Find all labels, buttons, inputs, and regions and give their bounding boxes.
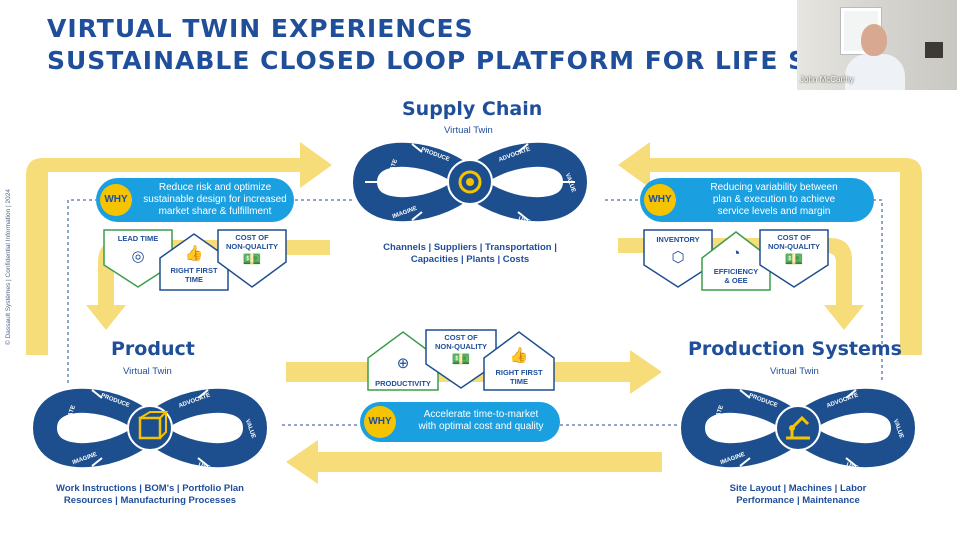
why-left-text: Reduce risk and optimize sustainable des… <box>140 182 290 218</box>
video-thumbnail[interactable]: John McCarthy <box>797 0 957 90</box>
product-loop <box>32 388 268 468</box>
kpi-inventory-label: INVENTORY <box>656 235 700 244</box>
why-right-badge: WHY <box>644 184 676 216</box>
kpi-cost-right-label: COST OF NON-QUALITY <box>760 233 828 251</box>
kpi-cost-left-label: COST OF NON-QUALITY <box>218 233 286 251</box>
copyright-notice: © Dassault Systèmes | Confidential Infor… <box>5 189 12 345</box>
kpi-cost-center-line2: NON-QUALITY <box>434 342 488 351</box>
why-center-line2: with optimal cost and quality <box>418 421 544 432</box>
supply-chain-caption-line2: Capacities | Plants | Costs <box>410 254 530 265</box>
kpi-efficiency-line1: EFFICIENCY <box>713 267 759 276</box>
video-person-head <box>861 24 887 56</box>
money-stack-icon: 💵 <box>451 351 471 368</box>
kpi-rft-center-line2: TIME <box>510 377 528 386</box>
kpi-cost-left-line1: COST OF <box>235 233 269 242</box>
screen-plus-icon: ⊕ <box>396 355 410 372</box>
kpi-cost-right-line2: NON-QUALITY <box>767 242 821 251</box>
why-right-line3: service levels and margin <box>717 206 831 217</box>
money-stack-icon: 💵 <box>784 251 804 268</box>
kpi-productivity-shape <box>367 331 439 391</box>
kpi-rft-left-line1: RIGHT FIRST <box>170 266 218 275</box>
video-picture-frame <box>925 42 943 58</box>
dashed-connectors <box>67 199 883 426</box>
product-title: Product <box>111 338 195 360</box>
thumbs-up-icon: 👍 <box>509 347 529 364</box>
kpi-productivity-label: PRODUCTIVITY <box>375 379 431 388</box>
why-left-pill: WHY Reduce risk and optimize sustainable… <box>96 178 294 222</box>
kpi-efficiency-label: EFFICIENCY & OEE <box>702 267 770 285</box>
arrow-supply-to-production <box>618 142 922 355</box>
production-loop <box>680 388 916 468</box>
kpi-cost-right-shape <box>759 229 829 288</box>
kpi-rft-left-label: RIGHT FIRST TIME <box>160 266 228 284</box>
arrow-product-to-supply <box>26 142 332 355</box>
why-right-line1: Reducing variability between <box>710 182 838 193</box>
supply-chain-caption-line1: Channels | Suppliers | Transportation | <box>383 242 557 253</box>
why-center-badge: WHY <box>364 406 396 438</box>
why-center-text: Accelerate time-to-market with optimal c… <box>406 409 556 433</box>
why-right-line2: plan & execution to achieve <box>712 194 836 205</box>
participant-name: John McCarthy <box>800 75 854 84</box>
production-title: Production Systems <box>688 338 902 360</box>
kpi-lead-time-label: LEAD TIME <box>117 234 159 243</box>
kpi-shapes <box>103 229 829 391</box>
kpi-cost-left-line2: NON-QUALITY <box>225 242 279 251</box>
kpi-inventory-shape <box>643 229 713 288</box>
arrow-production-to-product <box>286 440 662 484</box>
product-caption-line1: Work Instructions | BOM's | Portfolio Pl… <box>56 483 244 494</box>
supply-chain-title: Supply Chain <box>402 98 543 120</box>
why-left-badge: WHY <box>100 184 132 216</box>
why-left-line2: sustainable design for increased <box>143 194 287 205</box>
kpi-cost-center-label: COST OF NON-QUALITY <box>426 333 496 351</box>
arrow-production-from-supply <box>618 238 864 330</box>
kpi-rft-left-shape <box>159 233 229 291</box>
supply-chain-subtitle: Virtual Twin <box>444 125 493 136</box>
kpi-efficiency-shape <box>701 231 771 291</box>
production-caption: Site Layout | Machines | Labor Performan… <box>708 483 888 507</box>
why-left-line3: market share & fulfillment <box>158 206 272 217</box>
kpi-efficiency-line2: & OEE <box>724 276 748 285</box>
kpi-rft-left-line2: TIME <box>185 275 203 284</box>
supply-chain-loop <box>352 142 588 222</box>
kpi-rft-center-label: RIGHT FIRST TIME <box>484 368 554 386</box>
gauge-icon: ◔ <box>731 245 741 262</box>
eye-clock-icon: ◎ <box>131 248 145 265</box>
product-caption: Work Instructions | BOM's | Portfolio Pl… <box>40 483 260 507</box>
kpi-cost-center-shape <box>425 329 497 389</box>
product-subtitle: Virtual Twin <box>123 366 172 377</box>
title-line-2: SUSTAINABLE CLOSED LOOP PLATFORM FOR LIF… <box>47 46 934 75</box>
kpi-rft-center-line1: RIGHT FIRST <box>495 368 543 377</box>
video-person-body <box>845 54 905 90</box>
why-center-pill: WHY Accelerate time-to-market with optim… <box>360 402 560 442</box>
product-caption-line2: Resources | Manufacturing Processes <box>63 495 237 506</box>
box-icon: ⬡ <box>671 249 685 266</box>
why-left-line1: Reduce risk and optimize <box>158 182 272 193</box>
supply-chain-caption: Channels | Suppliers | Transportation | … <box>370 242 570 266</box>
money-stack-icon: 💵 <box>242 251 262 268</box>
production-caption-line1: Site Layout | Machines | Labor <box>729 483 867 494</box>
why-right-text: Reducing variability between plan & exec… <box>684 182 864 218</box>
kpi-cost-center-line1: COST OF <box>444 333 478 342</box>
title-line-1: VIRTUAL TWIN EXPERIENCES <box>47 14 474 43</box>
production-caption-line2: Performance | Maintenance <box>736 495 860 506</box>
kpi-cost-left-shape <box>217 229 287 288</box>
thumbs-up-icon: 👍 <box>184 245 204 262</box>
kpi-lead-time-shape <box>103 229 173 288</box>
kpi-cost-right-line1: COST OF <box>777 233 811 242</box>
kpi-rft-center-shape <box>483 331 555 391</box>
production-subtitle: Virtual Twin <box>770 366 819 377</box>
why-right-pill: WHY Reducing variability between plan & … <box>640 178 874 222</box>
why-center-line1: Accelerate time-to-market <box>423 409 539 420</box>
